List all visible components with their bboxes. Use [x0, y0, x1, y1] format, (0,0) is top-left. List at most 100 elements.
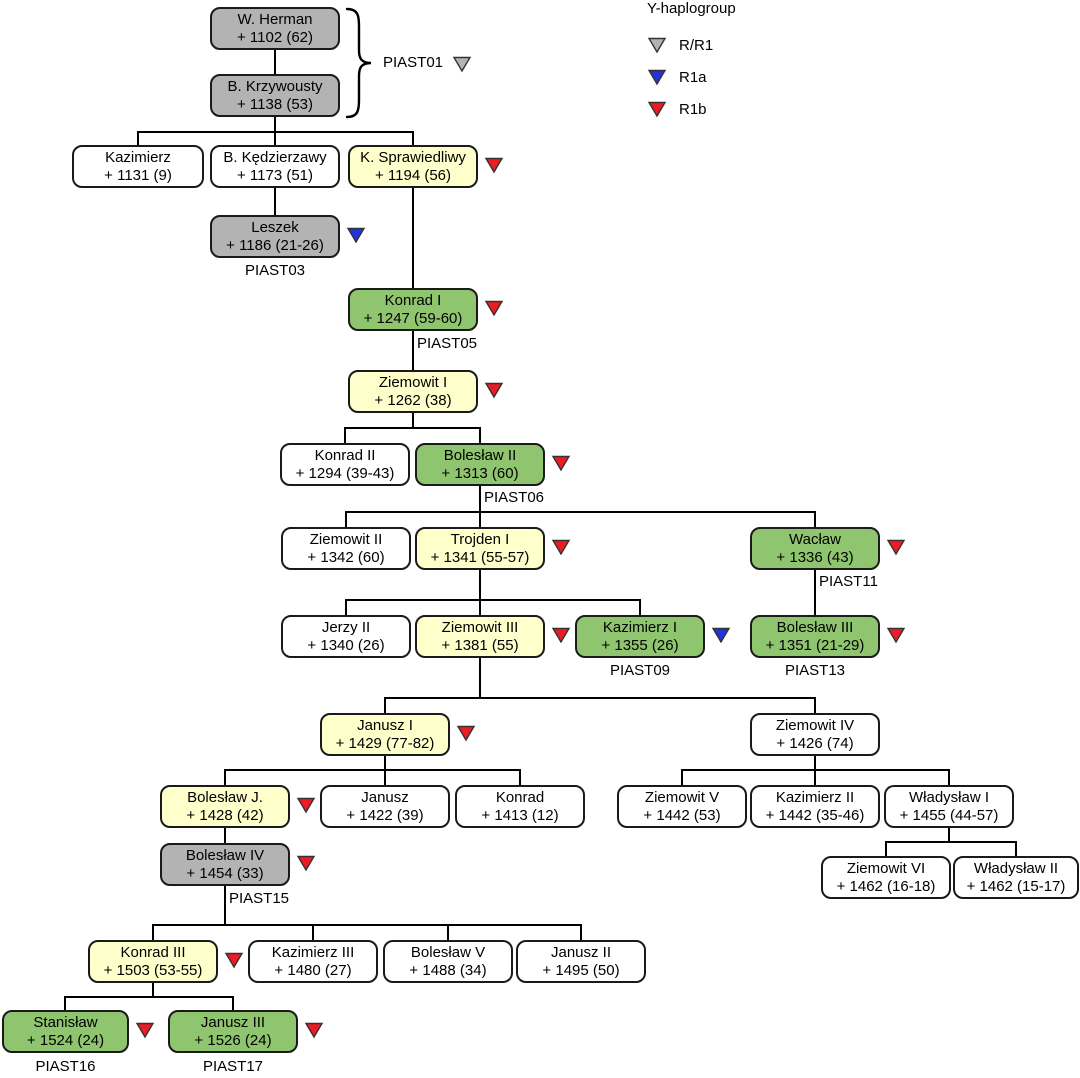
- person-name: Władysław I: [908, 788, 990, 806]
- haplogroup-r1b-icon: [484, 157, 504, 174]
- node-konrad-ii: Konrad II + 1294 (39-43): [280, 443, 410, 486]
- person-dates: + 1381 (55): [441, 636, 519, 654]
- node-kazimierz: Kazimierz + 1131 (9): [72, 145, 204, 188]
- person-dates: + 1173 (51): [236, 166, 314, 184]
- haplogroup-r1b-icon: [484, 300, 504, 317]
- person-name: Bolesław III: [776, 618, 854, 636]
- person-name: Władysław II: [973, 859, 1059, 877]
- group-label-piast17: PIAST17: [202, 1058, 264, 1075]
- person-dates: + 1426 (74): [776, 734, 854, 752]
- person-name: Kazimierz: [105, 148, 171, 166]
- haplogroup-r1b-icon: [647, 101, 667, 117]
- node-wladyslaw-ii: Władysław II + 1462 (15-17): [953, 856, 1079, 899]
- person-dates: + 1422 (39): [346, 806, 424, 824]
- person-name: Kazimierz I: [602, 618, 678, 636]
- haplogroup-r1b-icon: [886, 539, 906, 556]
- person-name: Konrad III: [120, 943, 186, 961]
- legend-item-rr1: R/R1: [647, 29, 736, 61]
- person-dates: + 1428 (42): [186, 806, 264, 824]
- person-name: Leszek: [251, 218, 299, 236]
- node-b-kedzierzawy: B. Kędzierzawy + 1173 (51): [210, 145, 340, 188]
- person-dates: + 1524 (24): [26, 1031, 105, 1049]
- legend-item-r1a: R1a: [647, 61, 736, 93]
- legend-title: Y-haplogroup: [647, 0, 736, 17]
- person-name: K. Sprawiedliwy: [360, 148, 466, 166]
- person-name: B. Krzywousty: [227, 77, 323, 95]
- haplogroup-legend: Y-haplogroup R/R1 R1a R1b: [647, 0, 736, 125]
- node-ziemowit-ii: Ziemowit II + 1342 (60): [281, 527, 411, 570]
- haplogroup-rr1-icon: [647, 37, 667, 53]
- haplogroup-r1b-icon: [456, 725, 476, 742]
- group-label-piast06: PIAST06: [484, 489, 545, 506]
- person-name: Konrad: [495, 788, 545, 806]
- person-name: Ziemowit VI: [846, 859, 926, 877]
- person-dates: + 1454 (33): [186, 864, 264, 882]
- node-waclaw: Wacław + 1336 (43): [750, 527, 880, 570]
- node-kazimierz-iii: Kazimierz III + 1480 (27): [248, 940, 378, 983]
- node-konrad-i: Konrad I + 1247 (59-60): [348, 288, 478, 331]
- person-name: Ziemowit IV: [775, 716, 855, 734]
- group-label-piast16: PIAST16: [35, 1058, 96, 1075]
- person-name: Janusz II: [550, 943, 612, 961]
- node-ziemowit-iii: Ziemowit III + 1381 (55): [415, 615, 545, 658]
- person-name: Janusz III: [200, 1013, 266, 1031]
- node-ziemowit-v: Ziemowit V + 1442 (53): [617, 785, 747, 828]
- group-label-piast01: PIAST01: [383, 54, 444, 71]
- person-dates: + 1313 (60): [441, 464, 519, 482]
- node-janusz-ii: Janusz II + 1495 (50): [516, 940, 646, 983]
- person-name: Wacław: [789, 530, 841, 548]
- haplogroup-r1a-icon: [711, 627, 731, 644]
- person-dates: + 1294 (39-43): [295, 464, 395, 482]
- legend-label-rr1: R/R1: [679, 36, 714, 54]
- group-label-piast05: PIAST05: [417, 335, 478, 352]
- person-name: Kazimierz III: [271, 943, 355, 961]
- person-name: Trojden I: [450, 530, 510, 548]
- person-name: Stanisław: [33, 1013, 98, 1031]
- node-stanislaw: Stanisław + 1524 (24): [2, 1010, 129, 1053]
- haplogroup-r1b-icon: [135, 1022, 155, 1039]
- person-dates: + 1340 (26): [307, 636, 385, 654]
- group-label-piast11: PIAST11: [819, 573, 878, 590]
- haplogroup-r1b-icon: [484, 382, 504, 399]
- person-name: Ziemowit II: [309, 530, 383, 548]
- person-dates: + 1442 (53): [643, 806, 721, 824]
- haplogroup-r1a-icon: [647, 69, 667, 85]
- legend-label-r1a: R1a: [679, 68, 707, 86]
- person-dates: + 1194 (56): [374, 166, 452, 184]
- legend-item-r1b: R1b: [647, 93, 736, 125]
- person-name: Bolesław IV: [185, 846, 265, 864]
- person-dates: + 1341 (55-57): [430, 548, 530, 566]
- person-dates: + 1495 (50): [542, 961, 620, 979]
- node-jerzy-ii: Jerzy II + 1340 (26): [281, 615, 411, 658]
- group-label-piast13: PIAST13: [784, 662, 846, 679]
- node-trojden-i: Trojden I + 1341 (55-57): [415, 527, 545, 570]
- node-ziemowit-iv: Ziemowit IV + 1426 (74): [750, 713, 880, 756]
- node-ziemowit-i: Ziemowit I + 1262 (38): [348, 370, 478, 413]
- node-k-sprawiedliwy: K. Sprawiedliwy + 1194 (56): [348, 145, 478, 188]
- person-dates: + 1462 (16-18): [836, 877, 936, 895]
- node-ziemowit-vi: Ziemowit VI + 1462 (16-18): [821, 856, 951, 899]
- haplogroup-r1b-icon: [304, 1022, 324, 1039]
- tree-edges: [64, 49, 1017, 1010]
- node-kazimierz-ii: Kazimierz II + 1442 (35-46): [750, 785, 880, 828]
- person-name: Bolesław V: [410, 943, 486, 961]
- legend-label-r1b: R1b: [679, 100, 707, 118]
- person-name: B. Kędzierzawy: [223, 148, 327, 166]
- person-dates: + 1480 (27): [274, 961, 352, 979]
- node-wladyslaw-i: Władysław I + 1455 (44-57): [884, 785, 1014, 828]
- person-name: Ziemowit III: [441, 618, 519, 636]
- node-b-krzywousty: B. Krzywousty + 1138 (53): [210, 74, 340, 117]
- haplogroup-r1b-icon: [296, 797, 316, 814]
- group-label-piast15: PIAST15: [229, 890, 290, 907]
- person-dates: + 1462 (15-17): [966, 877, 1066, 895]
- haplogroup-r1b-icon: [551, 455, 571, 472]
- person-name: Janusz I: [357, 716, 413, 734]
- person-dates: + 1102 (62): [236, 28, 314, 46]
- person-name: Bolesław II: [443, 446, 517, 464]
- haplogroup-r1b-icon: [296, 855, 316, 872]
- haplogroup-r1b-icon: [886, 627, 906, 644]
- person-dates: + 1442 (35-46): [765, 806, 865, 824]
- node-leszek: Leszek + 1186 (21-26): [210, 215, 340, 258]
